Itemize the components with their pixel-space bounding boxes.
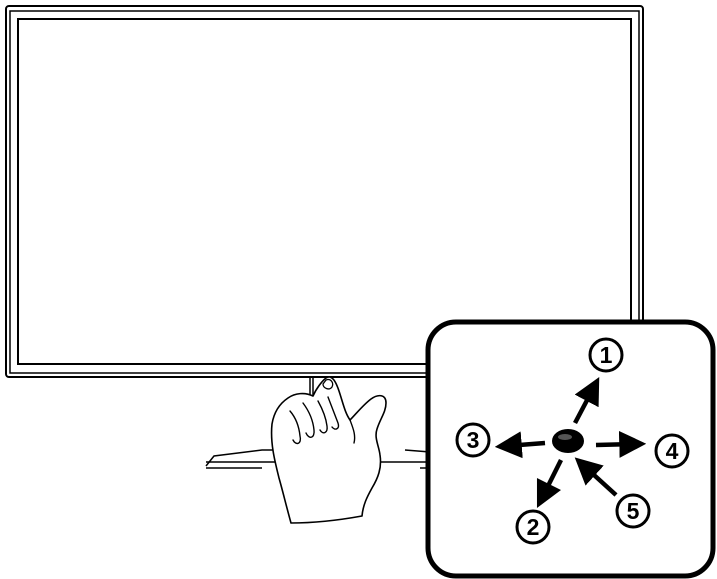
monitor-screen [17,18,632,365]
monitor-icon [5,5,644,469]
number-label-1: 1 [600,342,613,368]
number-badge-3: 3 [455,422,491,458]
pointing-hand-icon [270,376,387,524]
number-badge-4: 4 [654,433,690,469]
number-badge-5: 5 [615,493,651,529]
number-badge-2: 2 [515,509,551,545]
arrow-up [573,377,600,425]
joystick-button-highlight [558,434,572,440]
direction-arrows [494,377,647,509]
arrow-press [574,457,618,497]
arrow-left [494,431,546,459]
number-label-4: 4 [666,438,679,464]
joystick-button-icon [552,429,584,453]
number-label-5: 5 [627,498,640,524]
arrow-right [595,430,647,458]
number-label-2: 2 [527,514,540,540]
number-label-3: 3 [467,427,480,453]
number-badge-1: 1 [588,337,624,373]
arrow-down [536,458,564,509]
joystick-callout-box: 1 2 3 4 5 [425,319,716,579]
monitor-bezel [9,10,640,374]
